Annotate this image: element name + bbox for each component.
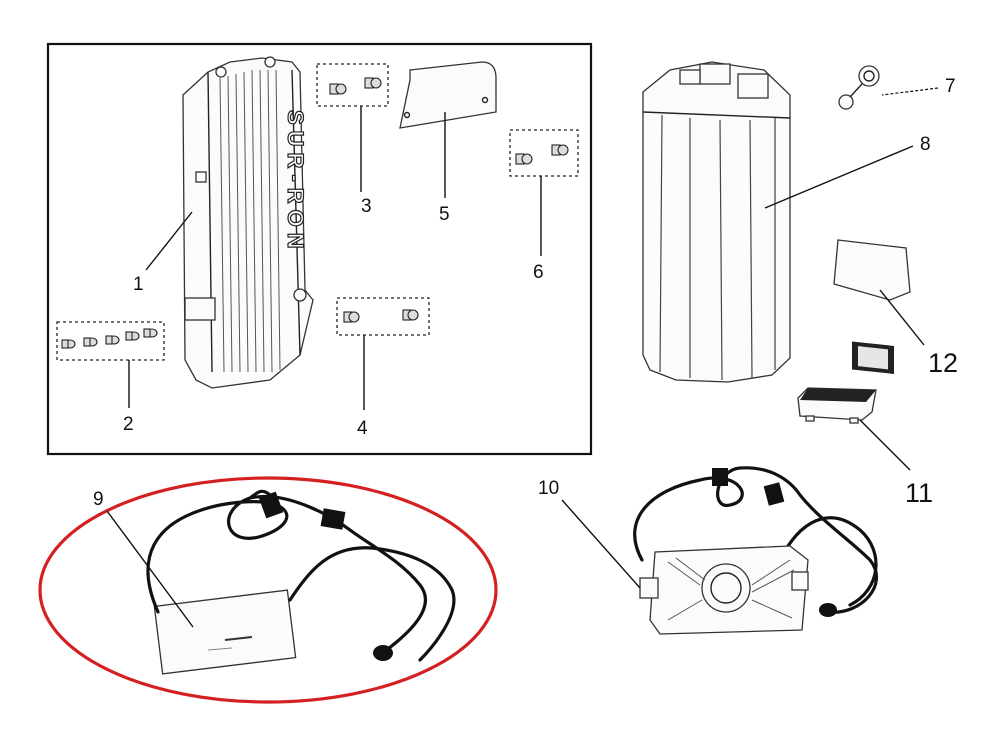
part-5-cover-plate[interactable] bbox=[399, 61, 497, 129]
callout-2: 2 bbox=[123, 414, 134, 435]
callout-8: 8 bbox=[920, 134, 931, 155]
part-6-bolt-pair[interactable] bbox=[509, 129, 579, 177]
part-2-screw-set[interactable] bbox=[56, 321, 165, 361]
callout-9: 9 bbox=[93, 489, 104, 510]
part-3-bolt-pair[interactable] bbox=[316, 63, 389, 107]
part-9-charger[interactable] bbox=[38, 476, 498, 704]
callout-10: 10 bbox=[538, 478, 559, 499]
part-8-battery-pack[interactable] bbox=[642, 61, 791, 383]
part-4-bolt-pair[interactable] bbox=[336, 297, 430, 336]
callout-1: 1 bbox=[133, 274, 144, 295]
callout-numbers: 1 2 3 4 5 6 7 8 9 10 11 12 bbox=[93, 76, 958, 510]
callout-7: 7 bbox=[945, 76, 956, 97]
callout-11: 11 bbox=[905, 478, 933, 508]
brand-lettering: SUR-RON bbox=[282, 109, 308, 255]
callout-3: 3 bbox=[361, 196, 372, 217]
part-10-charger-fan[interactable] bbox=[633, 466, 878, 635]
highlight-ring bbox=[38, 476, 498, 704]
part-1-battery-housing[interactable]: SUR-RON bbox=[182, 56, 314, 389]
battery-assembly-frame bbox=[46, 42, 593, 456]
part-11-sensor-block[interactable] bbox=[797, 387, 877, 424]
callout-5: 5 bbox=[439, 204, 450, 225]
leader-lines bbox=[106, 87, 939, 628]
part-12-display[interactable] bbox=[833, 239, 911, 374]
callout-12: 12 bbox=[928, 348, 958, 378]
brand-text: SUR-RON bbox=[283, 110, 308, 255]
callout-4: 4 bbox=[357, 418, 368, 439]
callout-6: 6 bbox=[533, 262, 544, 283]
part-7-plug-cap[interactable] bbox=[838, 65, 880, 110]
